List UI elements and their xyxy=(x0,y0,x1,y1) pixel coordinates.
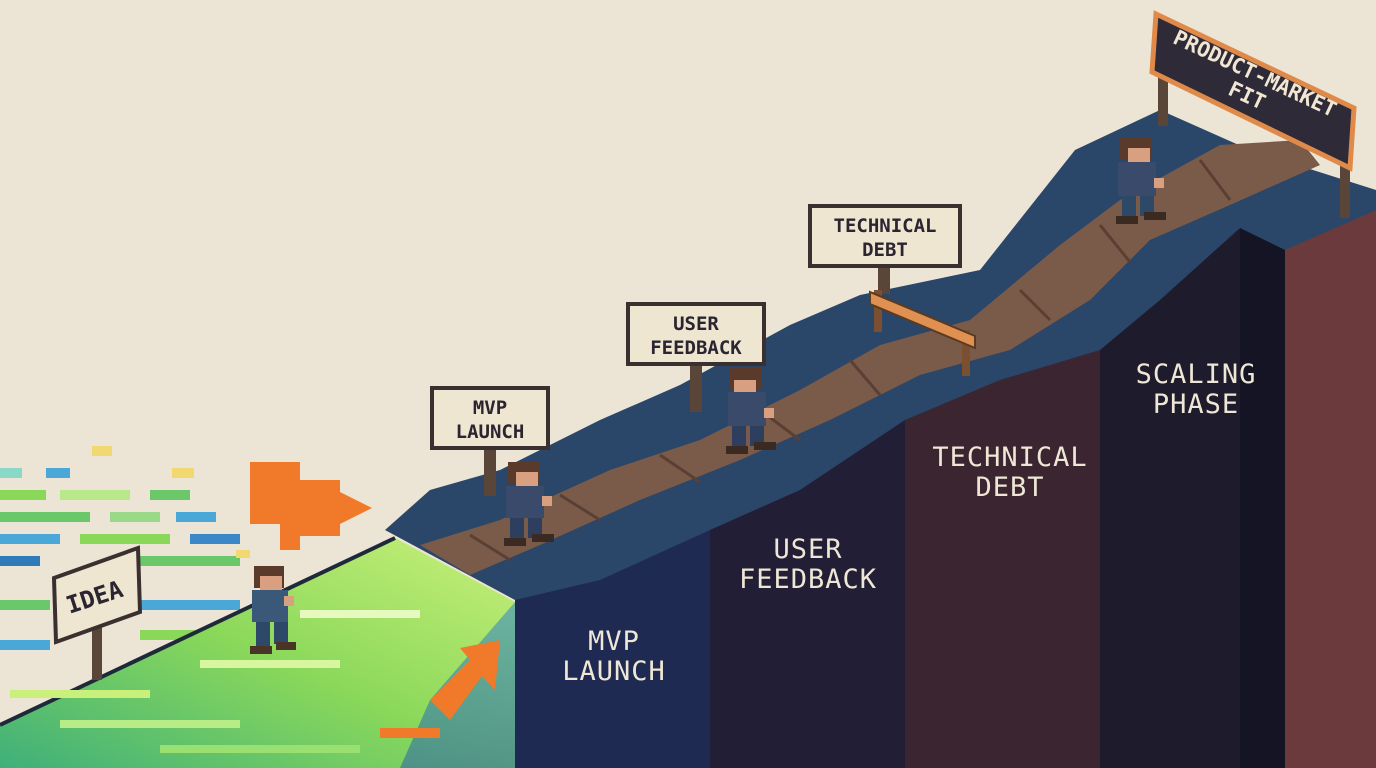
wall-label-scaling-line2: PHASE xyxy=(1153,389,1239,420)
wall-technical-debt xyxy=(905,350,1100,768)
orange-arrow-icon xyxy=(250,462,372,550)
sign-mvp-line2: LAUNCH xyxy=(456,421,525,443)
path-tile-lines xyxy=(469,159,1232,562)
sign-debt-line1: TECHNICAL xyxy=(834,215,937,237)
orange-arrow-lower-icon xyxy=(430,640,500,720)
wall-label-debt-line1: TECHNICAL xyxy=(932,442,1087,473)
brown-path xyxy=(420,140,1320,575)
walker-summit-character xyxy=(1116,138,1166,224)
sign-feedback-line1: USER xyxy=(673,313,719,335)
wall-scaling-phase xyxy=(1100,228,1240,768)
sign-debt-line2: DEBT xyxy=(862,239,908,261)
wall-mvp-launch xyxy=(515,530,710,768)
wall-user-feedback xyxy=(710,420,905,768)
sign-technical-debt: TECHNICAL DEBT xyxy=(808,204,962,294)
sign-mvp-line1: MVP xyxy=(473,397,507,419)
sign-idea: IDEA xyxy=(51,545,143,680)
sign-feedback-line2: FEEDBACK xyxy=(650,337,742,359)
wall-shadow-strip xyxy=(1240,228,1285,768)
wall-label-feedback-line1: USER xyxy=(773,534,842,565)
sign-mvp-launch: MVP LAUNCH xyxy=(430,386,550,496)
ramp-streaks xyxy=(10,610,420,753)
pixel-confetti xyxy=(0,446,250,650)
wall-label-debt-line2: DEBT xyxy=(975,472,1044,503)
walker-feedback-character xyxy=(726,368,776,454)
technical-debt-hurdle xyxy=(869,290,976,376)
sign-user-feedback: USER FEEDBACK xyxy=(626,302,766,412)
wall-label-mvp-line1: MVP xyxy=(588,626,640,657)
walker-idea-character xyxy=(250,566,296,654)
walker-mvp-character xyxy=(504,462,554,546)
wall-label-mvp-line2: LAUNCH xyxy=(562,656,666,687)
wall-label-feedback-line2: FEEDBACK xyxy=(739,564,877,595)
wall-summit-side xyxy=(1285,210,1376,768)
wall-label-scaling-line1: SCALING xyxy=(1136,359,1257,390)
